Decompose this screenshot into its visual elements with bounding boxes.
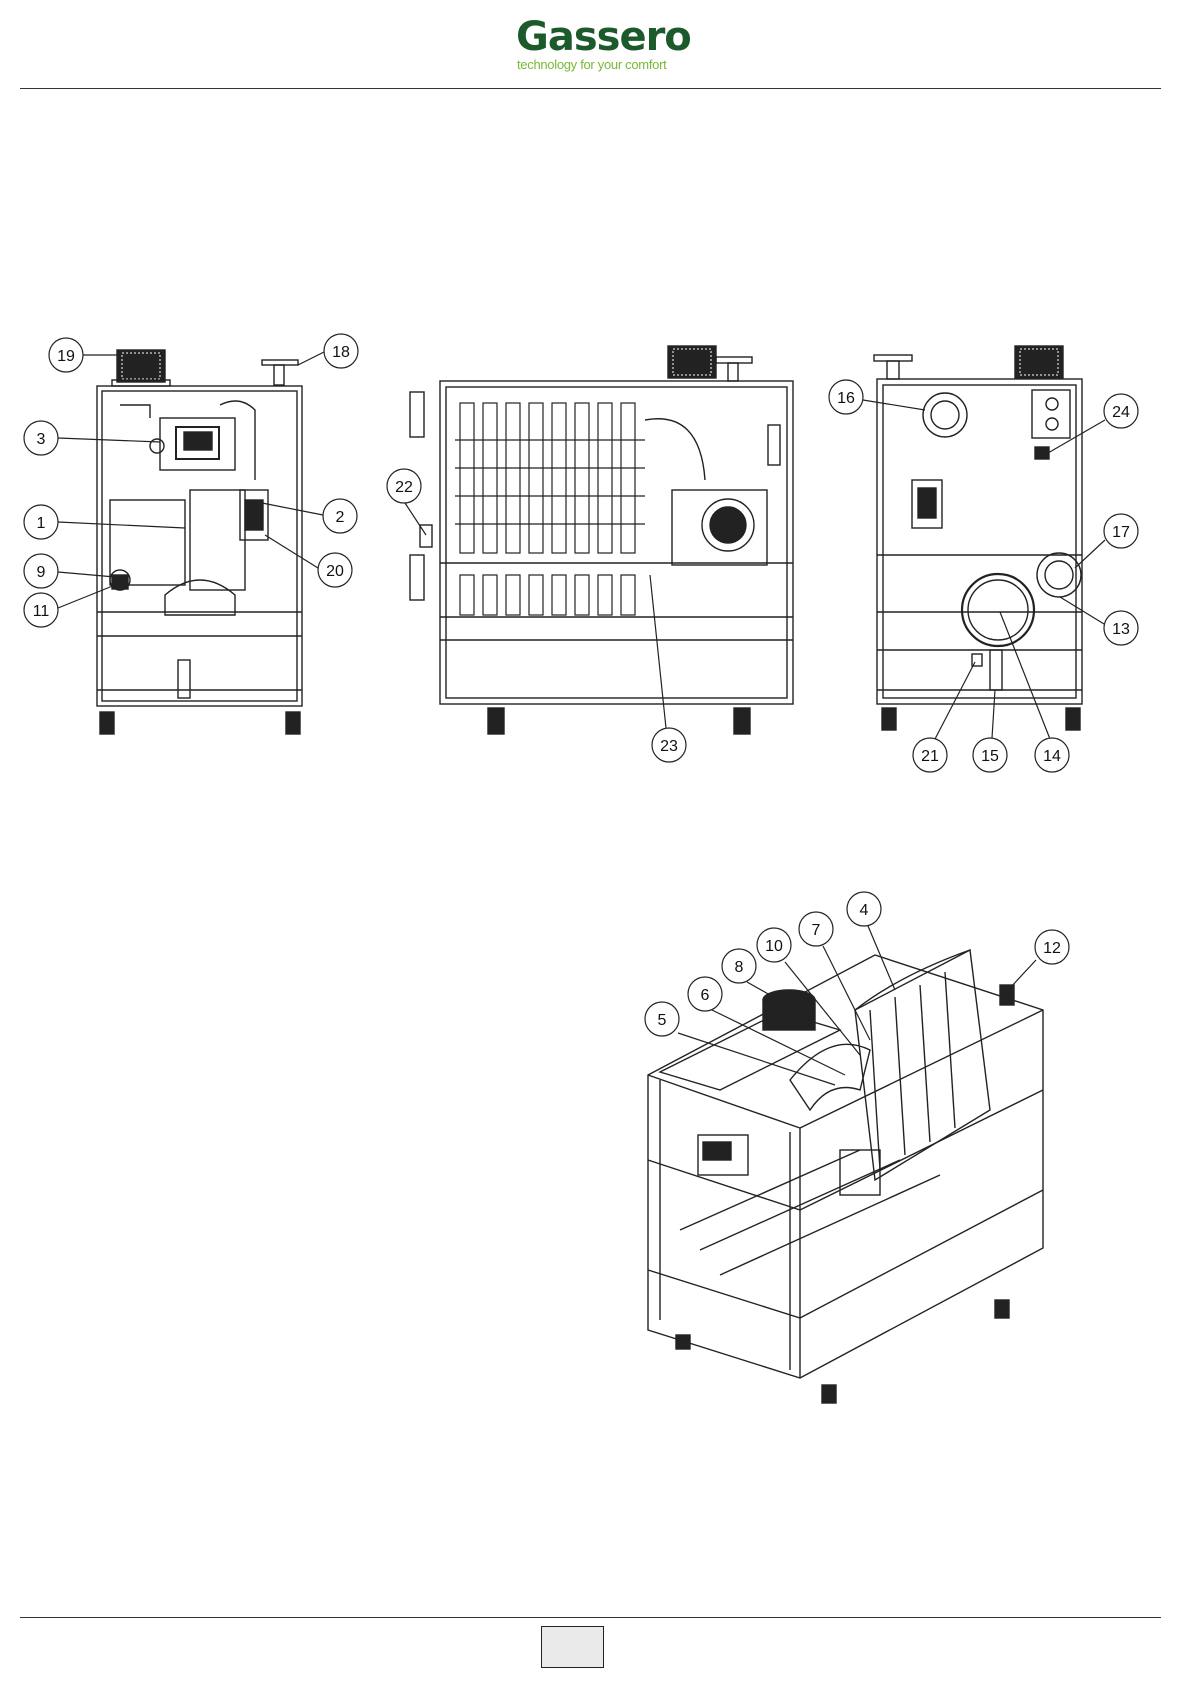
callout-13: 13: [1060, 597, 1138, 645]
callout-12: 12: [1010, 930, 1069, 988]
callout-label-3: 3: [37, 431, 46, 448]
callout-1: 1: [24, 505, 185, 539]
callout-label-10: 10: [765, 938, 783, 955]
footer-divider: [20, 1617, 1161, 1618]
callout-label-14: 14: [1043, 748, 1061, 765]
callout-label-7: 7: [812, 922, 821, 939]
callout-label-18: 18: [332, 344, 350, 361]
callout-label-12: 12: [1043, 940, 1061, 957]
callout-20: 20: [265, 535, 352, 587]
side-view-drawing: [410, 346, 793, 734]
callout-label-22: 22: [395, 479, 413, 496]
callout-14: 14: [1000, 612, 1069, 772]
callout-2: 2: [262, 499, 357, 533]
callout-label-13: 13: [1112, 621, 1130, 638]
callout-23: 23: [650, 575, 686, 762]
callout-15: 15: [973, 690, 1007, 772]
callout-label-16: 16: [837, 390, 855, 407]
callout-label-5: 5: [658, 1012, 667, 1029]
callout-label-8: 8: [735, 959, 744, 976]
callout-label-17: 17: [1112, 524, 1130, 541]
front-view-drawing: [97, 350, 302, 734]
page-number-box: [541, 1626, 604, 1668]
callout-4: 4: [847, 892, 895, 990]
callout-19: 19: [49, 338, 117, 372]
callout-10: 10: [757, 928, 860, 1055]
callout-label-20: 20: [326, 563, 344, 580]
callout-label-9: 9: [37, 564, 46, 581]
callout-label-19: 19: [57, 348, 75, 365]
callout-24: 24: [1048, 394, 1138, 453]
callout-22: 22: [387, 469, 426, 535]
callout-label-4: 4: [860, 902, 869, 919]
callout-label-11: 11: [33, 603, 50, 620]
callout-3: 3: [24, 421, 160, 455]
callout-label-24: 24: [1112, 404, 1130, 421]
callout-17: 17: [1075, 514, 1138, 568]
callout-label-1: 1: [37, 515, 46, 532]
callout-21: 21: [913, 662, 975, 772]
callout-label-21: 21: [921, 748, 939, 765]
callout-18: 18: [298, 334, 358, 368]
callout-label-15: 15: [981, 748, 999, 765]
callout-label-6: 6: [701, 987, 710, 1004]
callout-label-2: 2: [336, 509, 345, 526]
rear-view-drawing: [874, 346, 1082, 730]
callout-label-23: 23: [660, 738, 678, 755]
isometric-view-drawing: [648, 950, 1043, 1403]
